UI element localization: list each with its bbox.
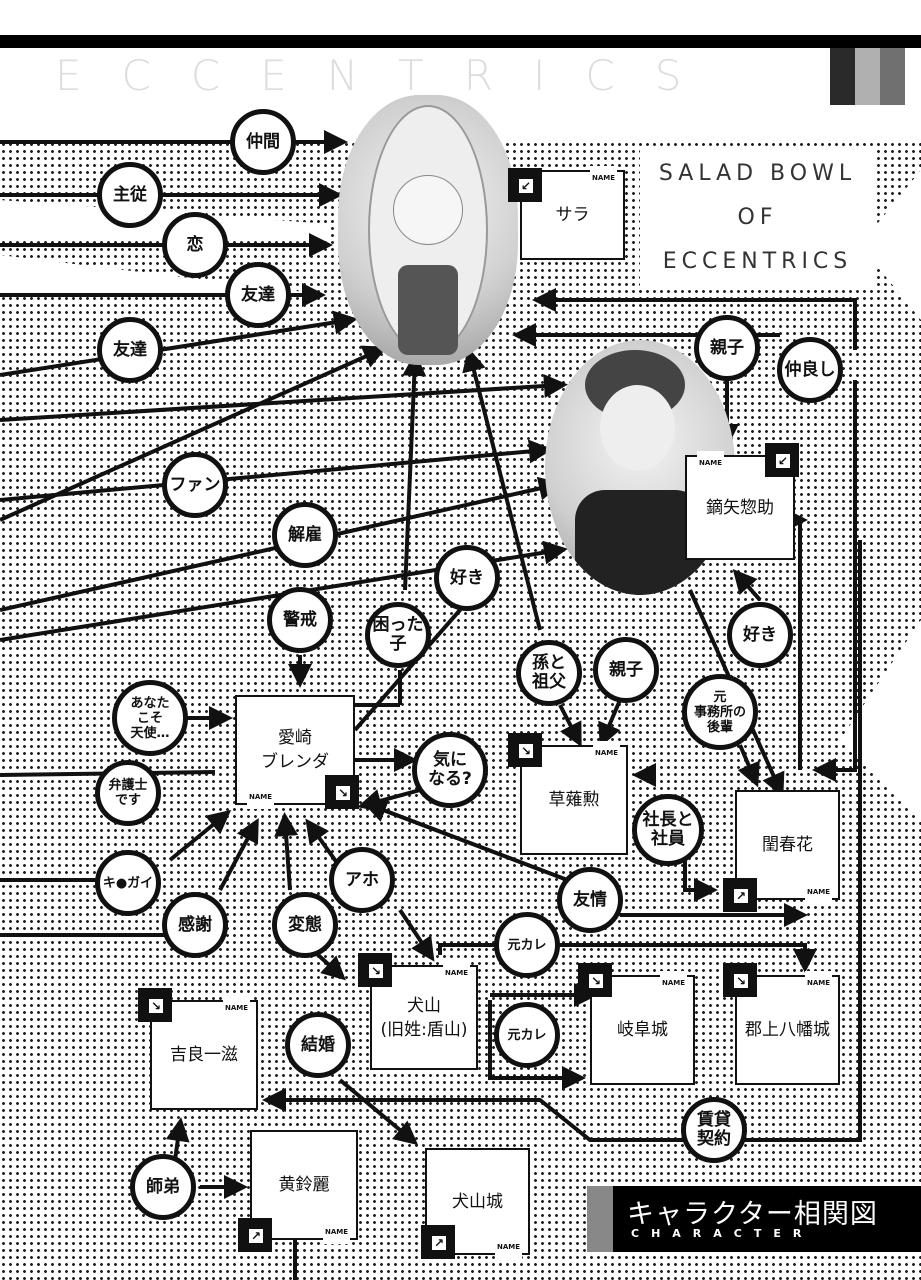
relation-label: 変態 [272,892,338,958]
relation-label: 師弟 [130,1154,196,1220]
character-name: 吉良一滋 [170,1045,238,1065]
relation-label: 元 事務所の 後輩 [682,674,758,750]
name-tag: NAME [247,785,275,809]
relation-label: 恋 [162,212,228,278]
character-name: 犬山城 [452,1191,503,1212]
name-tag: NAME [804,880,832,904]
relation-label: 社長と 社員 [632,794,704,866]
relation-label: 元カレ [494,1002,560,1068]
footer-title: キャラクター相関図 [627,1199,878,1230]
color-swatch [880,48,905,105]
subtitle-line: SALAD BOWL [658,161,857,186]
relation-label: 好き [434,545,500,611]
relation-label: 気に なる? [412,732,488,808]
character-name: 草薙勲 [548,790,600,810]
relation-label: 困った 子 [365,602,431,668]
relation-label: ファン [162,452,228,518]
relation-label: 賃貸 契約 [681,1097,747,1163]
name-tag: NAME [494,1235,522,1259]
character-name: 愛崎 ブレンダ [261,728,329,772]
character-name: 岐阜城 [617,1020,668,1040]
relation-label: 好き [727,602,793,668]
footer-subtitle: CHARACTER [631,1227,814,1240]
character-name: 黄鈴麗 [278,1175,330,1195]
subtitle-line: OF [737,205,778,230]
relation-label: 結婚 [285,1012,351,1078]
name-tag: NAME [659,971,687,995]
name-tag: NAME [804,971,832,995]
relation-label: 友達 [225,262,291,328]
color-swatch [855,48,880,105]
relation-label: 友達 [97,317,163,383]
relation-label: 主従 [97,162,163,228]
relation-label: 孫と 祖父 [516,640,582,706]
name-tag: NAME [589,166,617,190]
name-tag: NAME [322,1220,350,1244]
footer-banner: キャラクター相関図 CHARACTER [587,1186,921,1252]
subtitle-line: ECCENTRICS [662,249,853,274]
relation-label: 友情 [557,867,623,933]
top-bar [0,35,921,48]
subtitle-block: SALAD BOWL OF ECCENTRICS [640,150,875,286]
relation-label: 感謝 [162,892,228,958]
character-name: 犬山 (旧姓:盾山) [380,995,468,1040]
relation-label: 仲間 [230,109,296,175]
relation-label: 弁護士 です [95,760,161,826]
character-name: 閨春花 [762,835,813,855]
relation-label: 親子 [593,637,659,703]
relation-label: 解雇 [272,502,338,568]
name-tag: NAME [222,996,250,1020]
relation-label: 親子 [694,315,760,381]
relation-label: あなた こそ 天使… [112,680,188,756]
name-tag: NAME [592,741,620,765]
relation-label: アホ [329,847,395,913]
color-swatch [830,48,855,105]
sara-portrait [338,95,518,365]
relation-label: 警戒 [267,587,333,653]
name-tag: NAME [442,961,470,985]
relation-label: 元カレ [494,912,560,978]
character-name: サラ [555,205,590,225]
character-name: 郡上八幡城 [745,1020,830,1040]
name-tag: NAME [697,451,725,475]
relation-label: 仲良し [777,337,843,403]
character-name: 鏑矢惣助 [706,497,774,518]
page-title: ECCENTRICS [55,51,722,100]
relation-label: キ●ガイ [95,850,161,916]
